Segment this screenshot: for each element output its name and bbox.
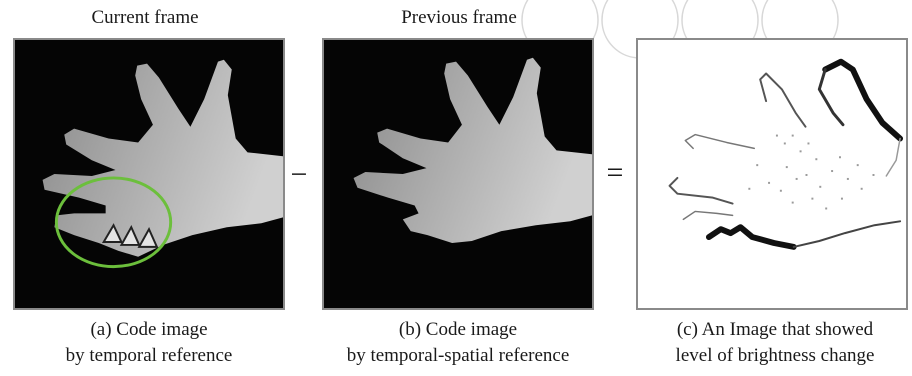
caption-c-line1: (c) An Image that showed	[676, 319, 874, 340]
caption-a: (a) Code image by temporal reference	[20, 317, 278, 369]
edge-little	[682, 210, 734, 221]
speckle-noise	[748, 134, 875, 210]
hand-depth-image-previous	[353, 57, 592, 243]
edge-middle	[684, 133, 756, 150]
current-frame-label: Current frame	[91, 7, 199, 28]
edge-ring	[668, 176, 734, 205]
caption-a-line2: by temporal reference	[65, 345, 233, 366]
previous-frame-label: Previous frame	[401, 7, 517, 28]
edge-bottom-strong	[705, 224, 797, 250]
minus-operator: −	[290, 158, 308, 191]
caption-c-line2: level of brightness change	[675, 345, 875, 366]
caption-c: (c) An Image that showed level of bright…	[640, 317, 910, 369]
brightness-difference-image	[668, 58, 904, 250]
caption-b: (b) Code image by temporal-spatial refer…	[316, 317, 600, 369]
edge-index	[759, 72, 807, 128]
caption-a-line1: (a) Code image	[90, 319, 208, 340]
edge-finger-inner	[817, 68, 845, 127]
hand-depth-image-current	[42, 59, 283, 269]
caption-b-line1: (b) Code image	[398, 319, 518, 340]
caption-b-line2: by temporal-spatial reference	[346, 345, 570, 366]
panel-previous-frame-code-image	[322, 38, 594, 310]
edge-right	[885, 137, 901, 177]
highlight-circle	[54, 176, 173, 269]
hand-shape	[42, 59, 283, 257]
panel-current-frame-code-image	[13, 38, 285, 310]
edge-thumb-top	[822, 58, 904, 142]
edge-bottom-thin	[792, 220, 902, 248]
finger-artifacts	[101, 223, 159, 248]
panel-brightness-change-image	[636, 38, 908, 310]
hand-shape	[353, 57, 592, 243]
equals-operator: =	[606, 156, 624, 189]
